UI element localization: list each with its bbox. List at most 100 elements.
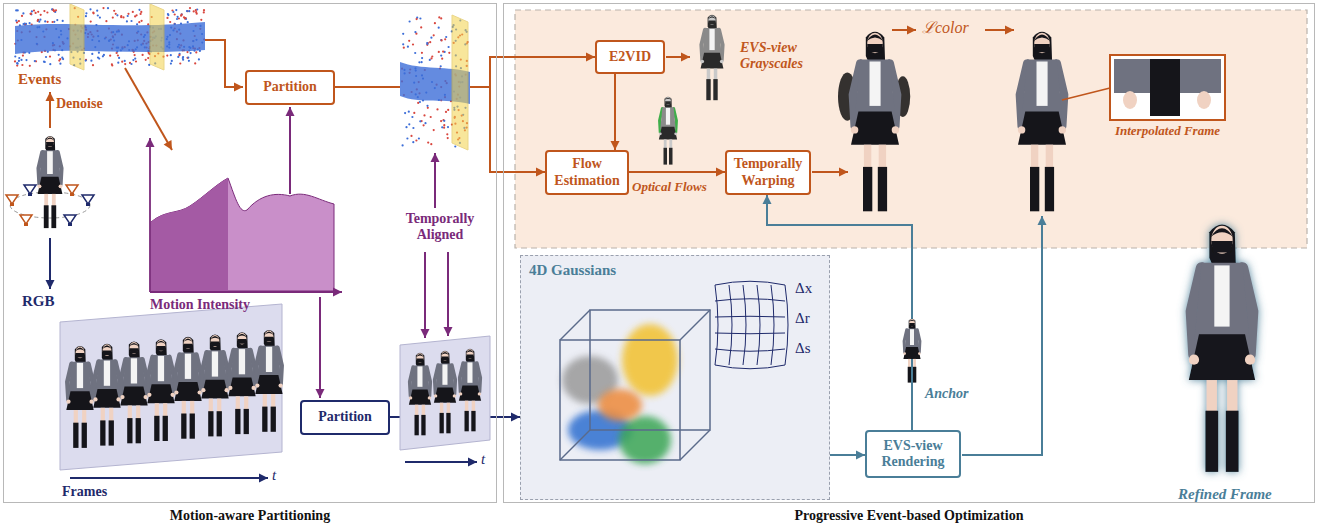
arrow-line	[319, 297, 321, 398]
boot	[421, 415, 425, 435]
jacket	[40, 150, 61, 180]
event-dot	[407, 46, 409, 48]
event-dot	[92, 12, 94, 14]
boot	[446, 413, 450, 433]
zoom-hand	[1197, 91, 1211, 109]
head	[1211, 226, 1232, 254]
event-dot	[418, 137, 420, 139]
skirt	[174, 382, 201, 401]
process-box: Temporally Warping	[725, 150, 811, 195]
hair-top	[867, 35, 884, 42]
leg	[190, 401, 194, 416]
event-dot	[122, 16, 124, 18]
skirt	[93, 389, 120, 408]
event-dot	[17, 63, 19, 65]
camera-body	[86, 203, 90, 206]
arrow-line	[70, 477, 268, 479]
event-dot	[99, 17, 101, 19]
event-dot	[18, 57, 20, 59]
event-dot	[412, 43, 414, 45]
head	[103, 344, 112, 356]
head	[46, 137, 54, 147]
camera-frustum	[24, 185, 36, 194]
leg	[913, 359, 916, 368]
shirt	[104, 361, 110, 386]
shirt	[77, 363, 83, 388]
mask	[466, 354, 473, 358]
event-dot	[454, 145, 456, 147]
event-dot	[56, 19, 58, 21]
event-dot	[445, 111, 447, 113]
event-dot	[90, 21, 92, 23]
connector-line	[629, 171, 725, 173]
leg	[82, 410, 86, 425]
boot	[863, 167, 872, 211]
boot	[100, 420, 105, 445]
event-dot	[203, 9, 205, 11]
person-figure	[1018, 32, 1066, 211]
shirt	[709, 29, 714, 50]
event-dot	[413, 112, 415, 114]
process-box: EVS-view Rendering	[865, 430, 961, 478]
event-dot	[58, 54, 60, 56]
boot	[271, 407, 276, 432]
event-dot	[431, 55, 433, 57]
camera-frustum	[82, 195, 94, 204]
model-region: 4D Gaussians	[520, 255, 830, 500]
event-dot	[426, 105, 428, 107]
cube-back	[590, 310, 710, 430]
jacket	[257, 346, 280, 380]
event-dot	[85, 12, 87, 14]
deform-grid	[715, 365, 785, 369]
mask	[265, 337, 274, 342]
leg	[236, 396, 240, 411]
event-dot	[130, 20, 132, 22]
box-label: Partition	[263, 79, 317, 95]
process-box: E2VID	[595, 40, 665, 74]
event-dot	[412, 127, 414, 129]
hair-top	[183, 338, 192, 342]
figure-label: Events	[18, 71, 61, 88]
hair-top	[264, 332, 273, 336]
gaussian-blob	[622, 324, 678, 396]
connector	[629, 168, 725, 177]
event-dot	[44, 61, 46, 63]
event-dot	[408, 111, 410, 113]
event-dot	[408, 40, 410, 42]
boot	[440, 413, 444, 433]
event-dot	[186, 57, 188, 59]
mask	[708, 21, 715, 25]
event-dot	[420, 26, 422, 28]
event-dot	[410, 135, 412, 137]
event-dot	[117, 54, 119, 56]
event-dot	[85, 59, 87, 61]
boot	[82, 423, 87, 448]
event-dot	[441, 39, 443, 41]
figure-label: RGB	[22, 293, 55, 310]
event-dot	[16, 65, 18, 67]
cube-edge	[560, 310, 590, 340]
event-dot	[404, 112, 406, 114]
event-dot	[441, 126, 443, 128]
boot	[415, 415, 419, 435]
arrow-head	[46, 92, 55, 101]
connector	[763, 195, 913, 430]
figure-label: t	[272, 467, 276, 484]
arrow	[666, 53, 690, 62]
leg	[44, 194, 48, 207]
arrow-head	[164, 140, 172, 150]
event-dot	[430, 116, 432, 118]
event-dot	[116, 52, 118, 54]
event-dot	[198, 58, 200, 60]
event-dot	[59, 58, 61, 60]
hand	[89, 400, 93, 404]
leg	[209, 399, 213, 414]
arrow-head	[511, 413, 520, 422]
event-dot	[442, 51, 444, 53]
event-dot	[18, 20, 20, 22]
shirt	[417, 366, 422, 386]
person-figure	[147, 339, 174, 441]
hand	[1018, 126, 1025, 133]
event-dot	[409, 20, 411, 22]
leg	[714, 69, 718, 81]
